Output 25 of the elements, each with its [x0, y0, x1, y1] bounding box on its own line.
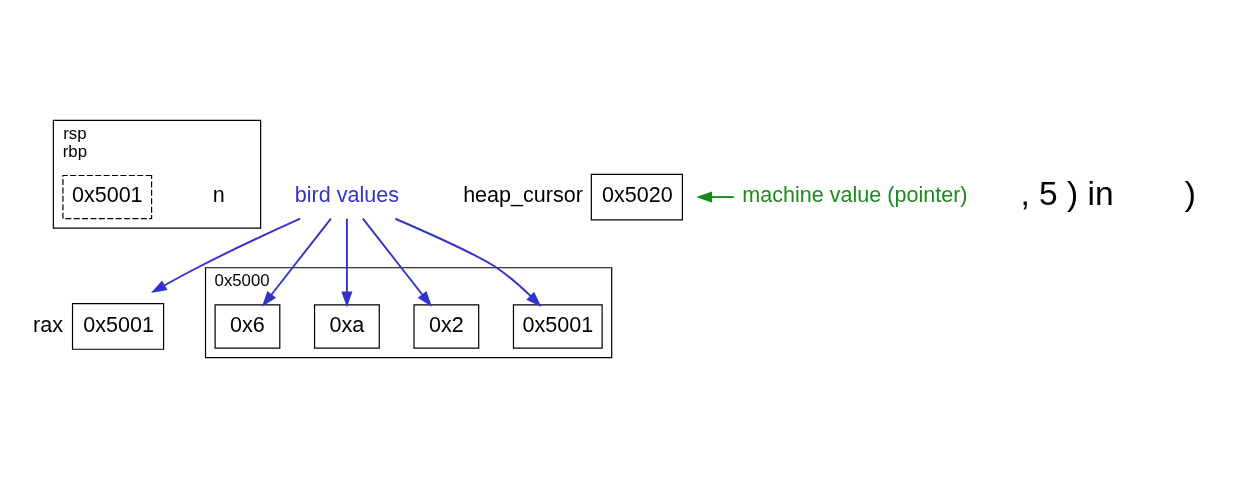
node-label: heap_cursor [463, 182, 583, 208]
label: ) [1184, 175, 1197, 213]
node-box: 0xa [313, 304, 380, 349]
arrow [341, 217, 353, 308]
node-text: bird values [294, 182, 400, 208]
node-box: 0x6 [214, 304, 281, 349]
arrow [394, 217, 542, 307]
label: , 5 ) in [1020, 175, 1114, 213]
node-label: rbp [62, 141, 88, 161]
arrow [151, 217, 302, 293]
arrow [696, 191, 735, 203]
node-label: rsp [63, 123, 87, 143]
cluster [204, 267, 613, 359]
node-box: 0x5001 [512, 304, 603, 349]
node-label: rax [32, 311, 63, 337]
node-box: 0x5020 [590, 173, 683, 221]
cluster [52, 119, 262, 229]
node-box: 0x2 [413, 304, 480, 349]
arrow [261, 217, 332, 307]
node-box: 0x5001 [62, 174, 153, 220]
node-box: 0x5001 [71, 303, 165, 350]
arrow [361, 217, 432, 307]
node-text: machine value (pointer) [742, 182, 968, 208]
node-label: n [212, 182, 225, 208]
node-label: 0x5000 [214, 270, 270, 290]
